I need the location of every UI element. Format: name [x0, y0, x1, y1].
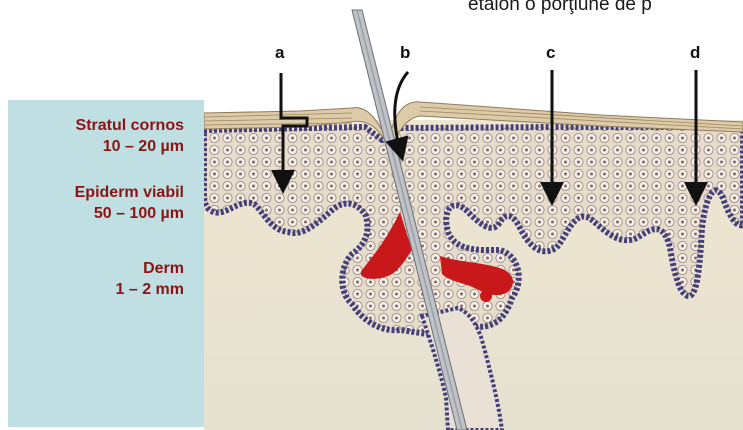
layer-legend-panel: Stratul cornos 10 – 20 µm Epiderm viabil…: [8, 100, 204, 427]
legend-stratum-corneum: Stratul cornos 10 – 20 µm: [76, 115, 184, 157]
legend-viable-epidermis-name: Epiderm viabil: [75, 182, 184, 203]
legend-viable-epidermis-thickness: 50 – 100 µm: [75, 203, 184, 224]
label-a: a: [275, 43, 285, 62]
legend-stratum-corneum-name: Stratul cornos: [76, 115, 184, 136]
legend-dermis-name: Derm: [116, 258, 184, 279]
label-b: b: [400, 43, 410, 62]
legend-dermis: Derm 1 – 2 mm: [116, 258, 184, 300]
legend-stratum-corneum-thickness: 10 – 20 µm: [76, 136, 184, 157]
blood-vessel-dot: [480, 290, 492, 302]
legend-viable-epidermis: Epiderm viabil 50 – 100 µm: [75, 182, 184, 224]
legend-dermis-thickness: 1 – 2 mm: [116, 279, 184, 300]
label-c: c: [546, 43, 555, 62]
label-d: d: [690, 43, 700, 62]
